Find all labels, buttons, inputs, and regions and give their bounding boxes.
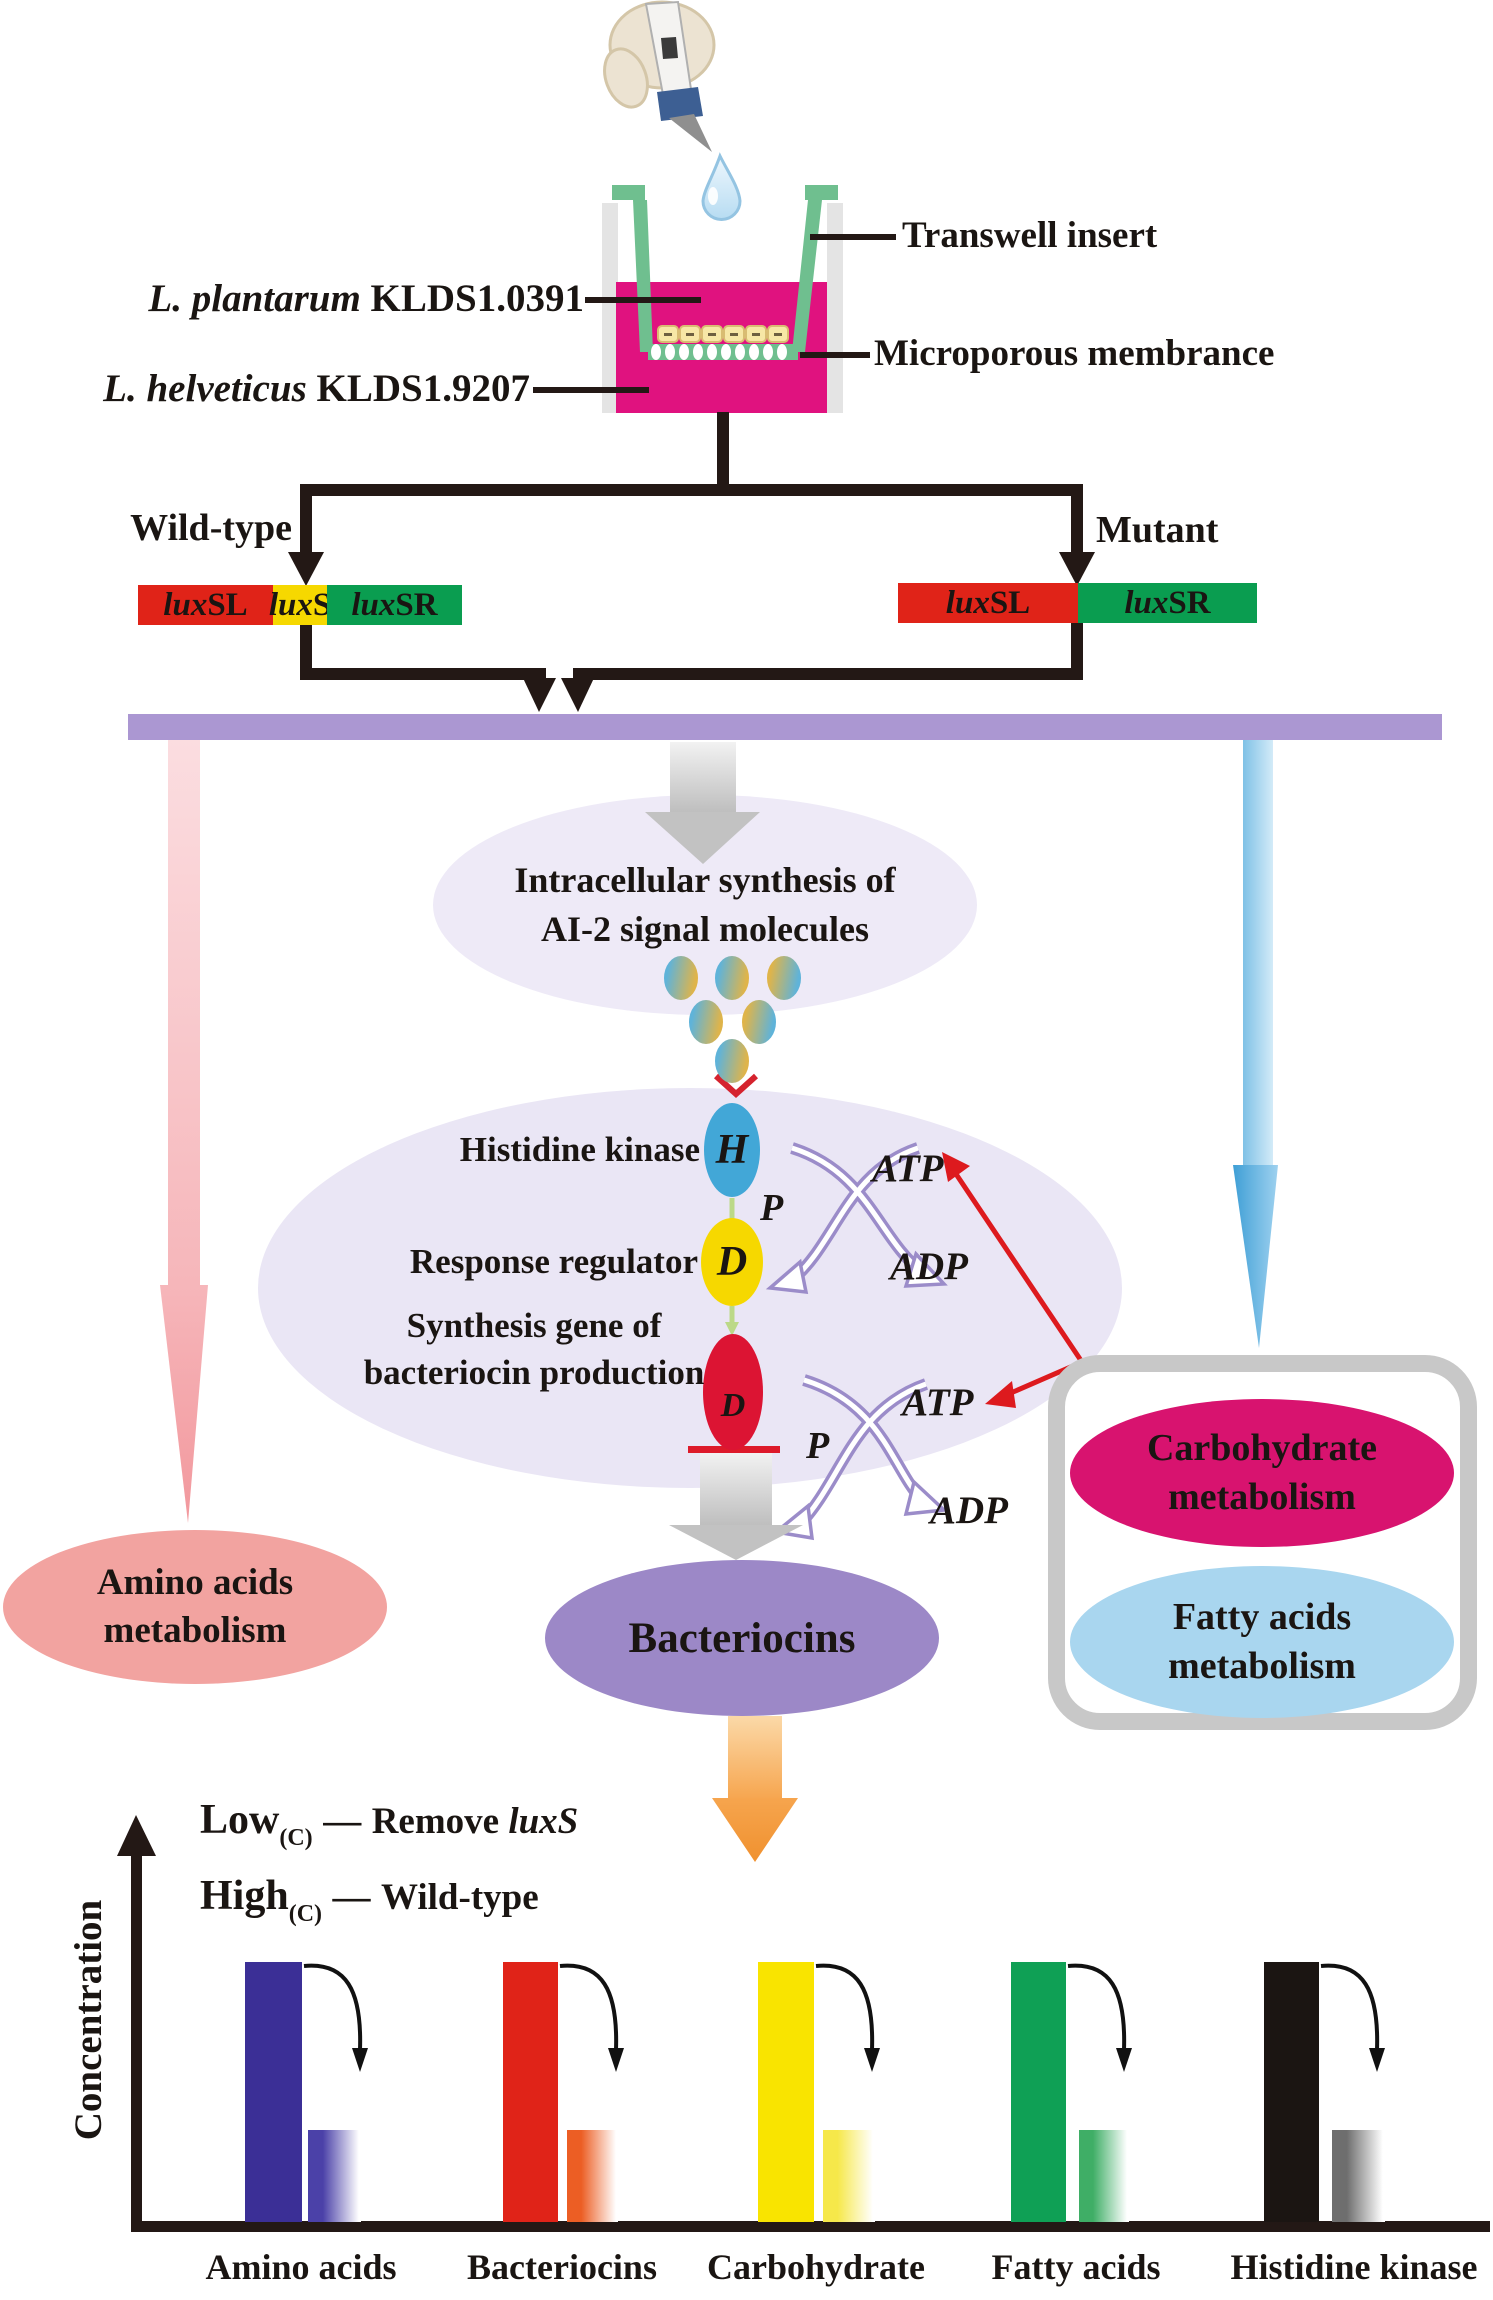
synthesis-gene-node: D <box>703 1334 763 1450</box>
membrane-pores <box>651 344 787 360</box>
histidine-kinase-label: Histidine kinase <box>459 1130 700 1169</box>
bar-histidine-high <box>1264 1962 1319 2222</box>
bar-carbohydrate-low <box>823 2130 875 2222</box>
histidine-kinase-node: H <box>704 1103 760 1197</box>
synthesis-gene-label: Synthesis gene of bacteriocin production <box>363 1306 705 1393</box>
cat-amino-acids: Amino acids <box>205 2247 397 2287</box>
decrease-arrows <box>303 1963 1380 2051</box>
amino-stream-arrow <box>160 740 208 1523</box>
bacteriocins-ellipse: Bacteriocins <box>545 1560 939 1716</box>
adp-label-1: ADP <box>890 1245 968 1288</box>
membrane-bar <box>128 714 1442 740</box>
atp-cycle-upper <box>765 1142 948 1295</box>
liquid-drop-icon <box>701 152 742 221</box>
ai2-molecule <box>715 1039 749 1083</box>
fatty-acids-ellipse: Fatty acids metabolism <box>1070 1566 1454 1718</box>
ai2-reception-chevron <box>713 1073 759 1099</box>
intracellular-line1: Intracellular synthesis of <box>514 860 896 901</box>
p-label-2: P <box>806 1425 830 1467</box>
response-regulator-label: Response regulator <box>409 1242 698 1281</box>
y-axis-label: Concentration <box>67 1899 110 2141</box>
ai2-molecule <box>664 956 698 1000</box>
atp-label-1: ATP <box>872 1147 944 1190</box>
bacteriocin-flow-arrow <box>669 1453 803 1560</box>
mutant-label: Mutant <box>1096 509 1219 551</box>
cat-carbohydrate: Carbohydrate <box>707 2247 925 2287</box>
species1-label: L. plantarum KLDS1.0391 <box>0 276 584 321</box>
ai2-molecule <box>742 1000 776 1044</box>
chart-axes <box>117 1815 1490 2232</box>
p-label-1: P <box>760 1187 784 1229</box>
species2-strain: KLDS1.9207 <box>316 367 530 410</box>
bar-amino-high <box>245 1962 302 2222</box>
species1-name: L. plantarum <box>148 277 371 320</box>
ai2-molecule <box>767 956 801 1000</box>
bar-histidine-low <box>1332 2130 1385 2222</box>
result-flow-arrow <box>712 1716 798 1862</box>
ai2-molecule <box>689 1000 723 1044</box>
transwell-apparatus <box>602 185 843 413</box>
decrease-arrowheads <box>352 2048 1385 2072</box>
species2-name: L. helveticus <box>103 367 317 410</box>
wild-type-label: Wild-type <box>130 507 292 549</box>
amino-acids-ellipse: Amino acids metabolism <box>3 1530 387 1684</box>
cat-fatty-acids: Fatty acids <box>991 2247 1161 2287</box>
intracellular-line2: AI-2 signal molecules <box>541 909 869 949</box>
synthesis-flow-arrow <box>645 742 760 864</box>
transwell-label: Transwell insert <box>902 215 1158 256</box>
metabolism-stream-arrow <box>1233 740 1278 1348</box>
bar-bacteriocins-low <box>567 2130 618 2222</box>
species1-strain: KLDS1.0391 <box>370 277 584 320</box>
signal-cell-ellipse <box>258 1088 1122 1488</box>
bar-amino-low <box>308 2130 361 2222</box>
bar-fatty-high <box>1011 1962 1066 2222</box>
cat-histidine-kinase: Histidine kinase <box>1230 2247 1478 2287</box>
carbohydrate-ellipse: Carbohydrate metabolism <box>1070 1399 1454 1547</box>
cat-bacteriocins: Bacteriocins <box>467 2247 657 2287</box>
atp-cycle-lower <box>771 1374 948 1541</box>
membrane-label: Microporous membrance <box>874 333 1275 374</box>
response-regulator-node: D <box>701 1218 763 1306</box>
legend-high: High(C) — Wild-type <box>200 1873 539 1927</box>
cell-layer <box>657 325 789 343</box>
atp-label-2: ATP <box>902 1381 974 1424</box>
ai2-molecule <box>715 956 749 1000</box>
adp-label-2: ADP <box>930 1489 1008 1532</box>
legend-low: Low(C) — Remove luxS <box>200 1797 579 1851</box>
pipette-hand-icon <box>603 0 716 152</box>
bar-fatty-low <box>1079 2130 1129 2222</box>
connector-lines <box>288 234 1095 712</box>
species2-label: L. helveticus KLDS1.9207 <box>0 366 530 411</box>
bar-carbohydrate-high <box>758 1962 814 2222</box>
bar-bacteriocins-high <box>503 1962 558 2222</box>
